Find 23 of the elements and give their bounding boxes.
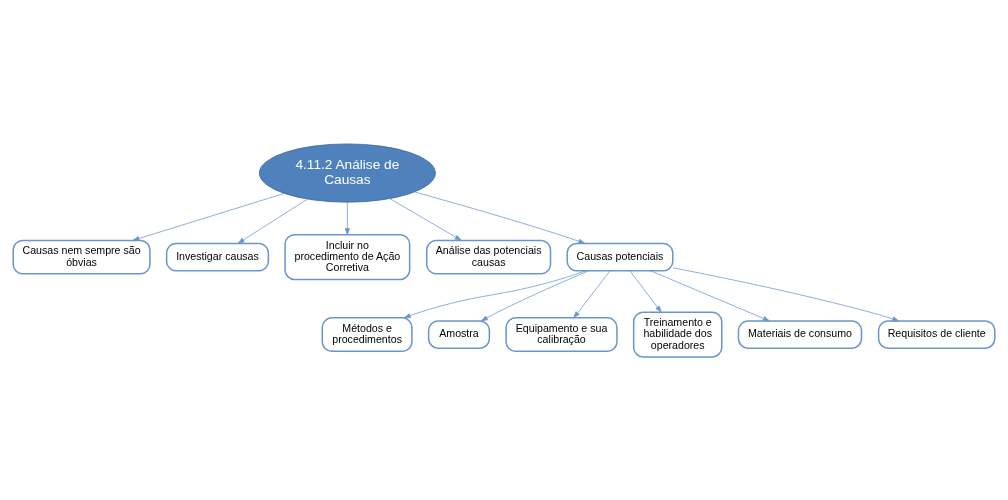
node-box: Incluir no procedimento de Ação Corretiva bbox=[284, 233, 411, 280]
arrow bbox=[573, 270, 611, 318]
arrow bbox=[237, 198, 309, 244]
node-box: Materiais de consumo bbox=[737, 319, 863, 349]
arrow bbox=[480, 269, 590, 321]
node-ellipse: 4.11.2 Análise de Causas bbox=[258, 143, 436, 203]
node-box: Treinamento e habilidade dos operadores bbox=[632, 310, 723, 358]
arrow bbox=[414, 191, 586, 244]
node-box: Requisitos de cliente bbox=[877, 319, 996, 349]
arrow bbox=[672, 266, 900, 321]
node-box: Causas nem sempre são óbvias bbox=[12, 239, 151, 275]
arrow bbox=[132, 192, 285, 241]
arrow bbox=[403, 269, 587, 318]
node-box: Investigar causas bbox=[165, 242, 270, 272]
node-box: Amostra bbox=[427, 319, 491, 349]
node-box: Métodos e procedimentos bbox=[321, 316, 413, 352]
arrow bbox=[389, 197, 462, 241]
node-box: Equipamento e sua calibração bbox=[505, 316, 618, 352]
node-box: Causas potenciais bbox=[566, 242, 674, 272]
arrow bbox=[650, 269, 770, 321]
arrow bbox=[629, 270, 662, 312]
arrow bbox=[344, 201, 350, 235]
node-box: Análise das potenciais causas bbox=[425, 239, 552, 275]
